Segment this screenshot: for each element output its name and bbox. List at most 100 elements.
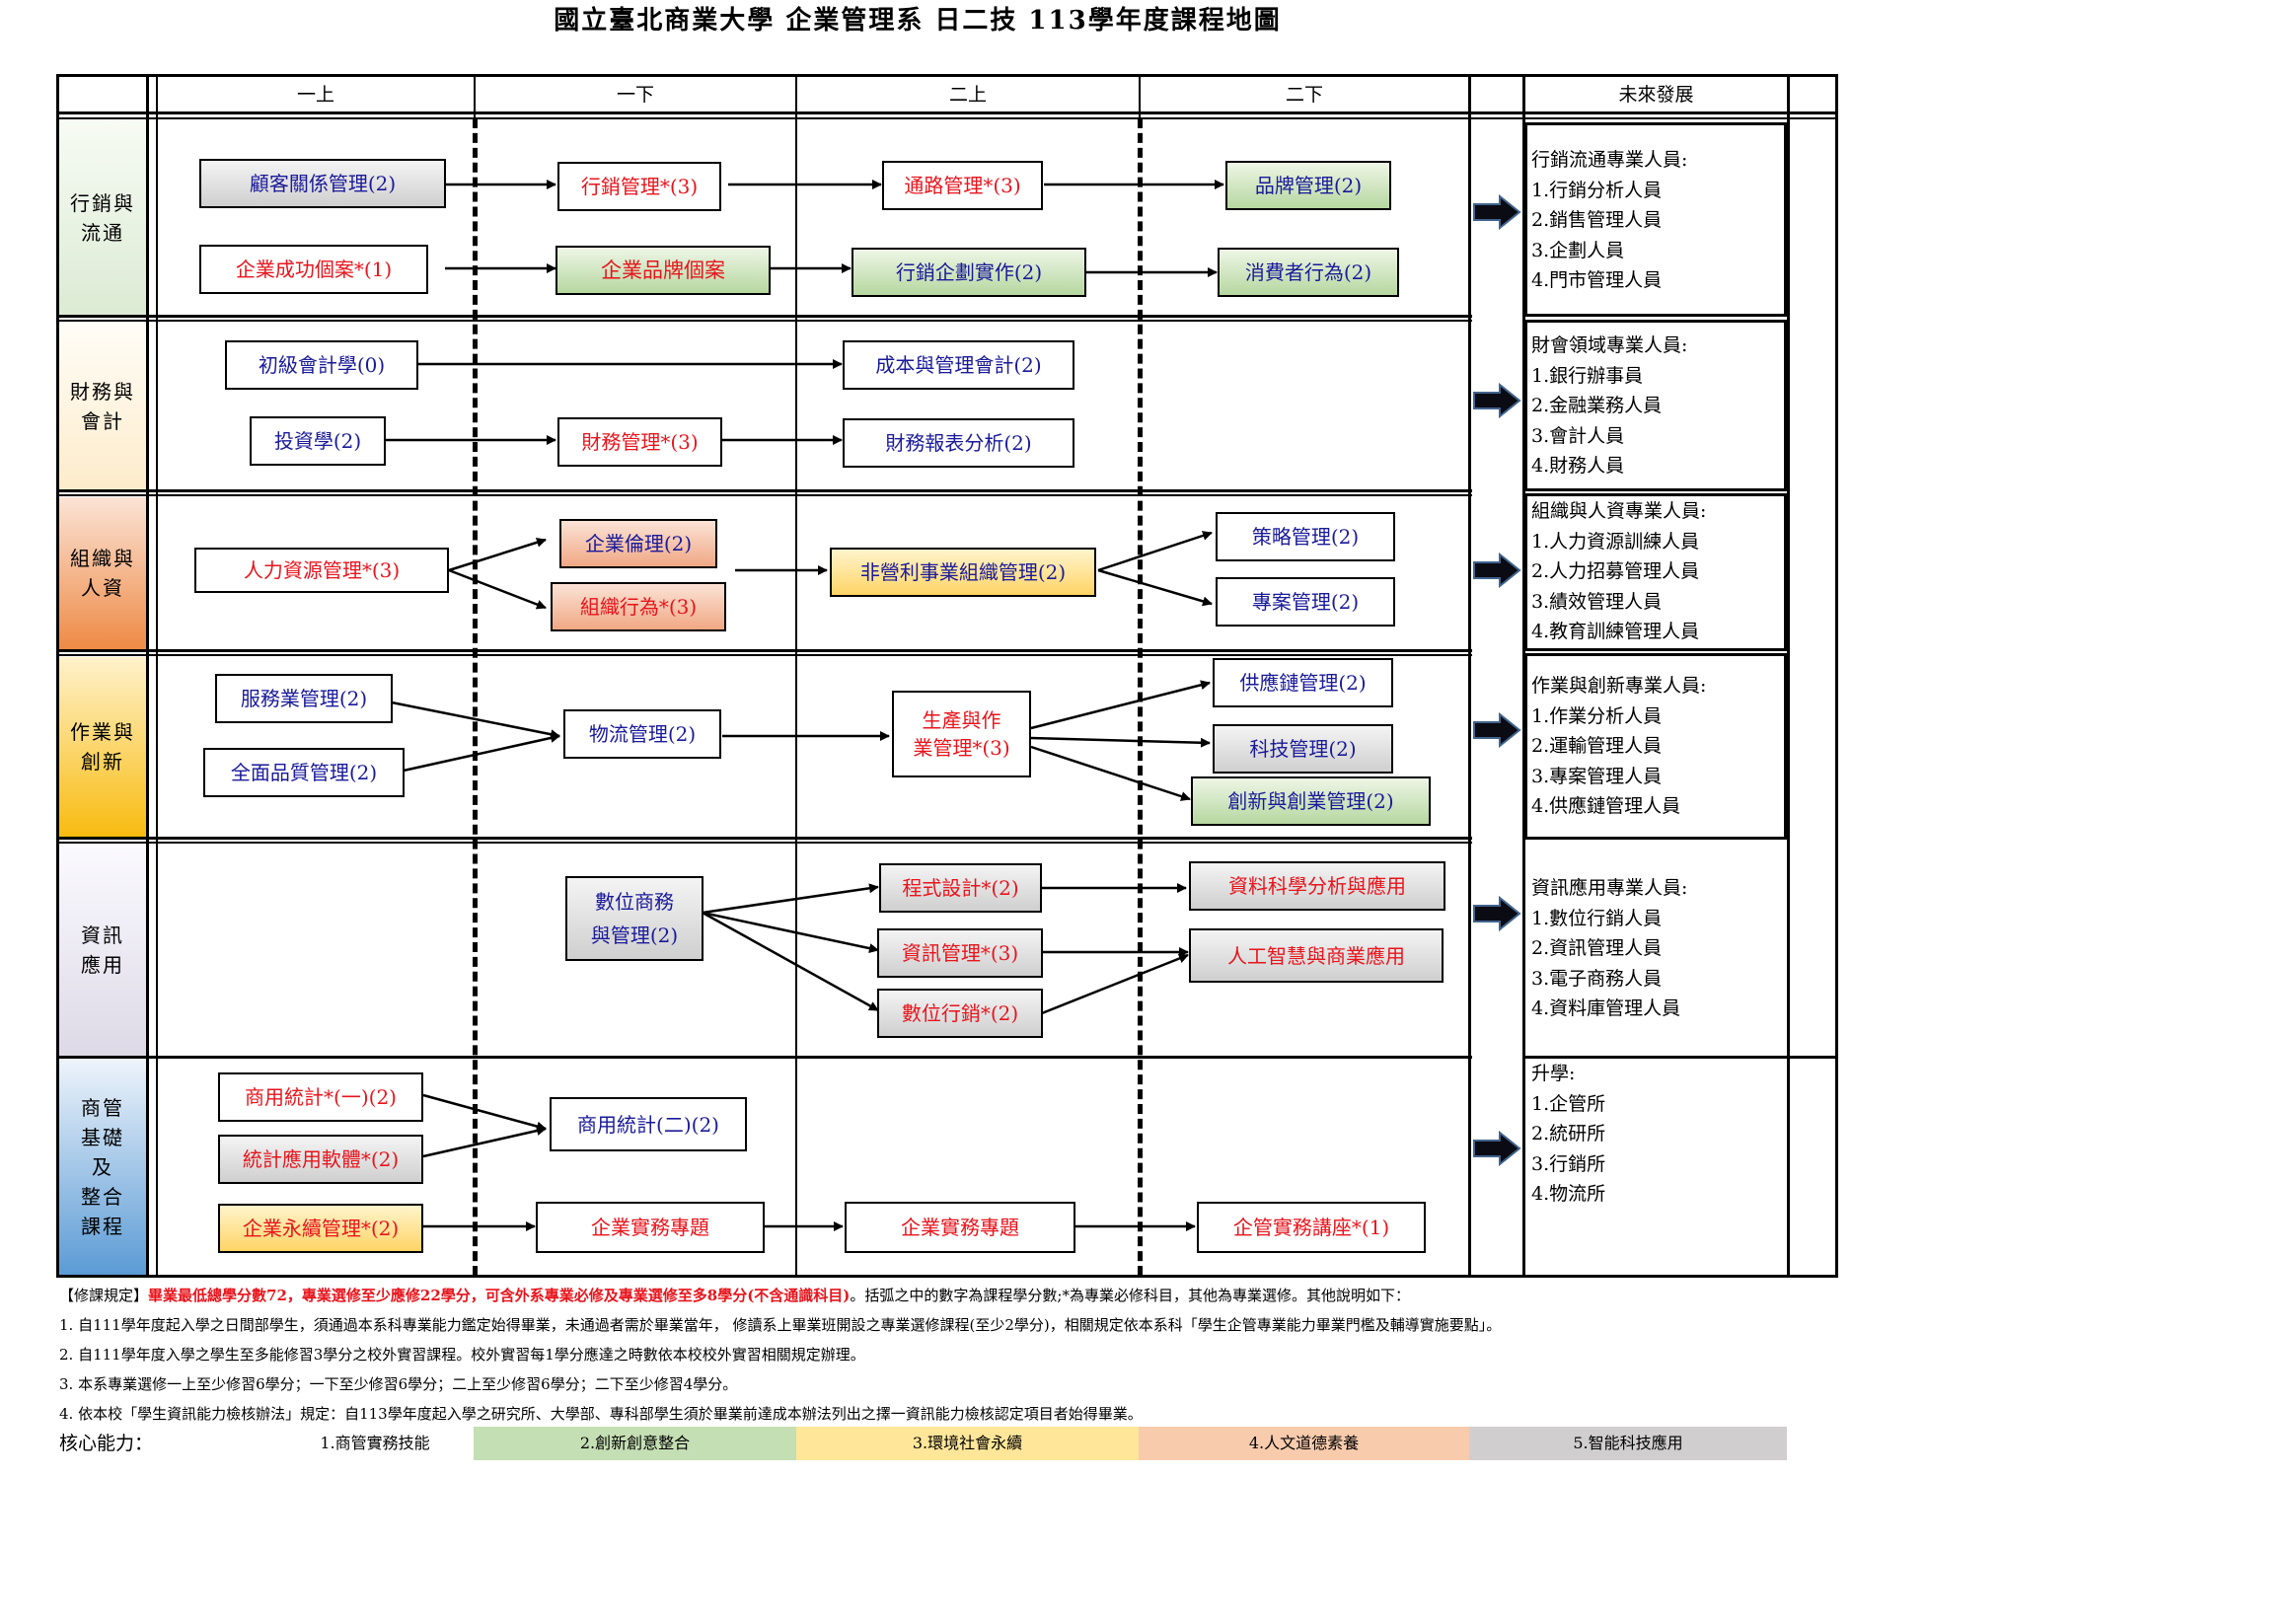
future-item: 2.資訊管理人員 — [1531, 937, 1663, 959]
course-box[interactable]: 程式設計*(2) — [879, 863, 1042, 913]
row-label-text: 商管 基礎 及 整合 課程 — [81, 1095, 124, 1238]
course-box[interactable]: 行銷管理*(3) — [557, 162, 721, 211]
course-box[interactable]: 企業品牌個案 — [555, 246, 771, 295]
rules-suffix: 。括弧之中的數字為課程學分數;*為專業必修科目，其他為專業選修。其他說明如下： — [850, 1287, 1410, 1304]
future-title: 資訊應用專業人員: — [1531, 877, 1688, 899]
rules-prefix: 【修課規定】 — [59, 1287, 149, 1304]
course-box[interactable]: 供應鏈管理(2) — [1213, 658, 1393, 707]
core-item: 5.智能科技應用 — [1469, 1427, 1787, 1460]
course-box[interactable]: 科技管理(2) — [1213, 724, 1393, 774]
future-item: 2.金融業務人員 — [1531, 395, 1663, 416]
rule-note-1: 1. 自111學年度起入學之日間部學生，須通過本系科專業能力鑑定始得畢業，未通過… — [59, 1316, 1502, 1334]
course-box[interactable]: 策略管理(2) — [1216, 512, 1395, 561]
course-box[interactable]: 消費者行為(2) — [1218, 248, 1399, 297]
course-box[interactable]: 數位行銷*(2) — [877, 989, 1043, 1038]
course-box[interactable]: 統計應用軟體*(2) — [218, 1135, 423, 1184]
arrow-connector — [1030, 736, 1211, 748]
course-box[interactable]: 商用統計*(一)(2) — [218, 1072, 423, 1122]
table-top-border — [56, 74, 1838, 77]
course-box[interactable]: 數位商務 與管理(2) — [565, 876, 704, 961]
future-item: 3.專案管理人員 — [1531, 765, 1663, 787]
course-box[interactable]: 企管實務講座*(1) — [1197, 1202, 1426, 1253]
course-box[interactable]: 初級會計學(0) — [225, 340, 418, 390]
course-box[interactable]: 企業實務專題 — [536, 1202, 765, 1253]
course-box[interactable]: 企業永續管理*(2) — [218, 1204, 423, 1253]
arrow-connector — [702, 911, 879, 1012]
course-box[interactable]: 服務業管理(2) — [215, 674, 393, 723]
row-divider — [56, 489, 1472, 492]
future-item: 1.作業分析人員 — [1531, 704, 1663, 727]
future-col-right-border — [1787, 74, 1790, 1278]
label-col-border — [146, 74, 149, 1278]
course-box[interactable]: 企業成功個案*(1) — [199, 245, 428, 294]
table-right-border — [1835, 74, 1838, 1278]
future-item: 1.銀行辦事員 — [1531, 364, 1644, 387]
course-box[interactable]: 顧客關係管理(2) — [199, 159, 446, 208]
future-further-study: 升學: 1.企管所 2.統研所 3.行銷所 4.物流所 — [1527, 1059, 1786, 1210]
row-label-finance: 財務與 會計 — [59, 323, 146, 489]
page-title: 國立臺北商業大學 企業管理系 日二技 113學年度課程地圖 — [554, 6, 1282, 36]
course-box[interactable]: 行銷企劃實作(2) — [852, 248, 1086, 297]
arrow-connector — [422, 1093, 547, 1132]
row-divider — [56, 315, 1472, 318]
future-divider — [1524, 1056, 1838, 1059]
row-label-foundation: 商管 基礎 及 整合 課程 — [59, 1059, 146, 1275]
rule-note-3: 3. 本系專業選修一上至少修習6學分；一下至少修習6學分；二上至少修習6學分；二… — [59, 1375, 738, 1393]
course-box[interactable]: 組織行為*(3) — [551, 582, 726, 631]
arrow-connector — [391, 701, 560, 740]
row-label-marketing: 行銷與 流通 — [59, 120, 146, 315]
future-finance: 財會領域專業人員: 1.銀行辦事員 2.金融業務人員 3.會計人員 4.財務人員 — [1527, 331, 1786, 481]
future-item: 3.企劃人員 — [1531, 239, 1625, 261]
course-box[interactable]: 資料科學分析與應用 — [1189, 861, 1445, 911]
right-arrow-icon — [1473, 194, 1521, 230]
arrow-connector — [403, 733, 560, 773]
course-box[interactable]: 財務管理*(3) — [557, 417, 722, 467]
future-marketing: 行銷流通專業人員: 1.行銷分析人員 2.銷售管理人員 3.企劃人員 4.門市管… — [1527, 145, 1786, 296]
course-box[interactable]: 人工智慧與商業應用 — [1189, 928, 1444, 983]
row-label-text: 作業與 創新 — [70, 720, 135, 774]
future-box — [1524, 653, 1787, 840]
row-divider — [56, 1056, 1472, 1059]
row-label-hr: 組織與 人資 — [59, 497, 146, 649]
header-divider — [1139, 74, 1141, 117]
future-item: 4.資料庫管理人員 — [1531, 997, 1681, 1019]
row-label-text: 資訊 應用 — [81, 923, 124, 977]
course-box[interactable]: 企業實務專題 — [845, 1202, 1075, 1253]
course-box[interactable]: 非營利事業組織管理(2) — [830, 548, 1096, 597]
row-label-information: 資訊 應用 — [59, 845, 146, 1056]
core-competency-legend: 核心能力： 1.商管實務技能 2.創新創意整合 3.環境社會永續 4.人文道德素… — [59, 1427, 1787, 1460]
future-hr: 組織與人資專業人員: 1.人力資源訓練人員 2.人力招募管理人員 3.績效管理人… — [1527, 496, 1786, 647]
future-box — [1524, 122, 1787, 317]
course-box[interactable]: 全面品質管理(2) — [203, 748, 405, 797]
future-title: 升學: — [1531, 1063, 1576, 1084]
course-box[interactable]: 物流管理(2) — [563, 709, 721, 759]
course-box[interactable]: 人力資源管理*(3) — [194, 548, 449, 593]
course-rules: 【修課規定】畢業最低總學分數72，專業選修至少應修22學分，可含外系專業必修及專… — [59, 1281, 1835, 1429]
course-box[interactable]: 資訊管理*(3) — [877, 928, 1043, 978]
row-label-text: 行銷與 流通 — [70, 190, 135, 245]
course-box[interactable]: 品牌管理(2) — [1225, 161, 1391, 210]
course-box[interactable]: 生產與作 業管理*(3) — [892, 691, 1031, 777]
future-item: 4.供應鏈管理人員 — [1531, 795, 1681, 817]
future-title: 行銷流通專業人員: — [1531, 149, 1688, 171]
future-item: 4.物流所 — [1531, 1183, 1606, 1205]
course-box[interactable]: 企業倫理(2) — [559, 519, 717, 568]
row-divider — [56, 842, 1472, 844]
row-divider — [56, 320, 1472, 322]
course-box[interactable]: 財務報表分析(2) — [843, 418, 1074, 468]
header-bottom-border-2 — [56, 117, 1838, 119]
course-box[interactable]: 投資學(2) — [250, 416, 386, 466]
course-box[interactable]: 成本與管理會計(2) — [843, 340, 1074, 390]
core-item: 4.人文道德素養 — [1139, 1427, 1469, 1460]
dashed-divider — [473, 118, 478, 1276]
course-box[interactable]: 創新與創業管理(2) — [1191, 776, 1431, 826]
course-box[interactable]: 專案管理(2) — [1216, 577, 1395, 627]
future-box — [1524, 320, 1787, 491]
future-title: 財會領域專業人員: — [1531, 334, 1688, 356]
row-divider — [56, 649, 1472, 652]
right-arrow-icon — [1473, 896, 1521, 931]
core-item: 3.環境社會永續 — [796, 1427, 1139, 1460]
course-box[interactable]: 商用統計(二)(2) — [550, 1097, 747, 1151]
course-box[interactable]: 通路管理*(3) — [882, 161, 1043, 210]
